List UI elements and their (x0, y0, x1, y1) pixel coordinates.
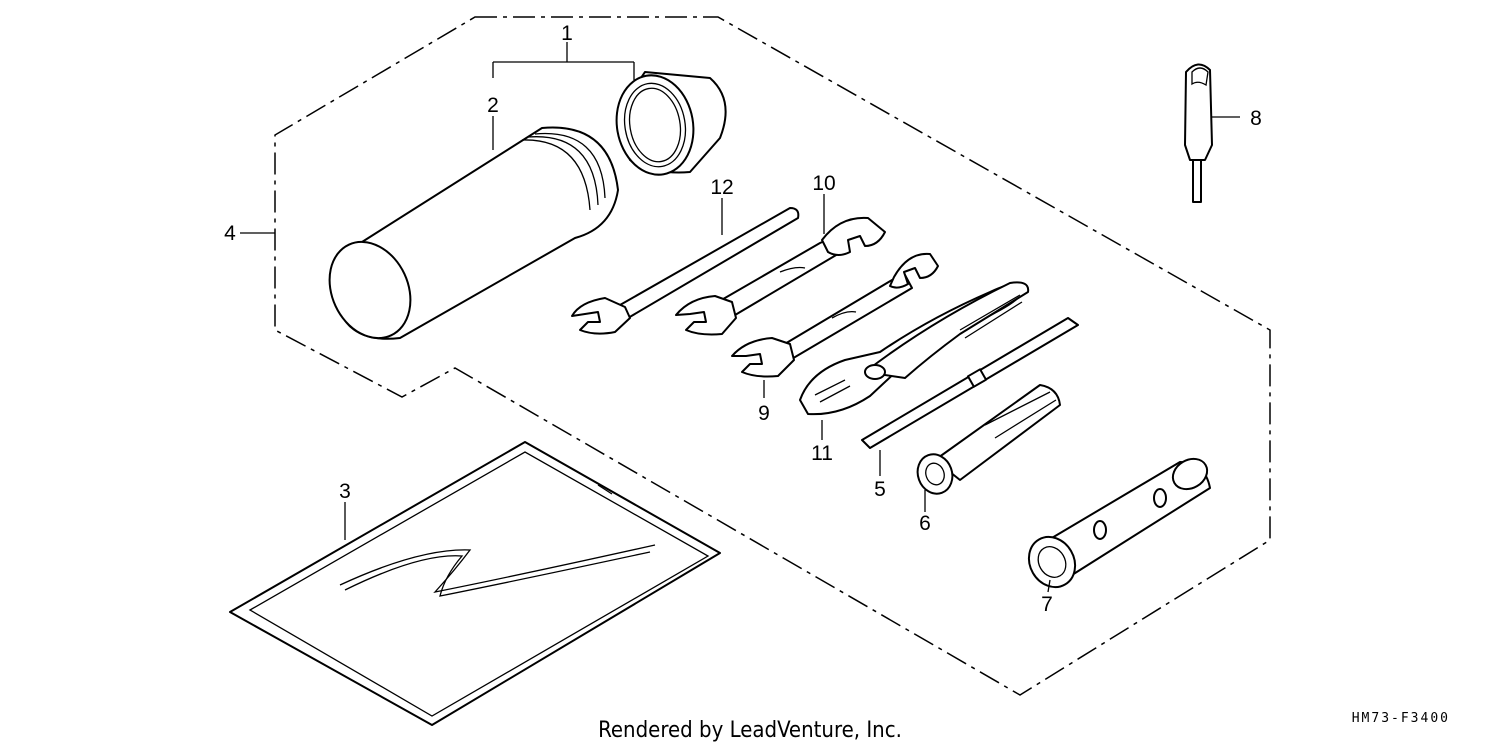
callout-12: 12 (710, 176, 733, 199)
leader-lines (240, 42, 1240, 593)
callout-1: 1 (561, 22, 573, 45)
screwdriver-handle-icon (1184, 63, 1213, 203)
callout-2: 2 (487, 94, 499, 117)
callout-5: 5 (874, 478, 886, 501)
spark-plug-wrench-icon (1027, 457, 1211, 589)
manual-bag-icon (229, 441, 721, 726)
credit-text: Rendered by LeadVenture, Inc. (598, 718, 902, 743)
wrench-icon (731, 252, 939, 378)
callout-11: 11 (811, 442, 833, 465)
socket-wrench-icon (916, 384, 1061, 495)
screwdriver-icon (861, 317, 1079, 449)
callout-8: 8 (1250, 107, 1262, 130)
diagram-code: HM73-F3400 (1352, 711, 1450, 726)
wrench-icon (675, 216, 886, 336)
callout-3: 3 (339, 480, 351, 503)
callout-4: 4 (224, 222, 236, 245)
callout-7: 7 (1041, 593, 1053, 616)
tool-case-icon (328, 126, 619, 340)
wrench-icon (571, 207, 800, 335)
callout-9: 9 (758, 402, 770, 425)
pliers-icon (799, 281, 1030, 416)
callout-10: 10 (812, 172, 835, 195)
case-cap-icon (615, 71, 727, 176)
callout-6: 6 (919, 512, 931, 535)
